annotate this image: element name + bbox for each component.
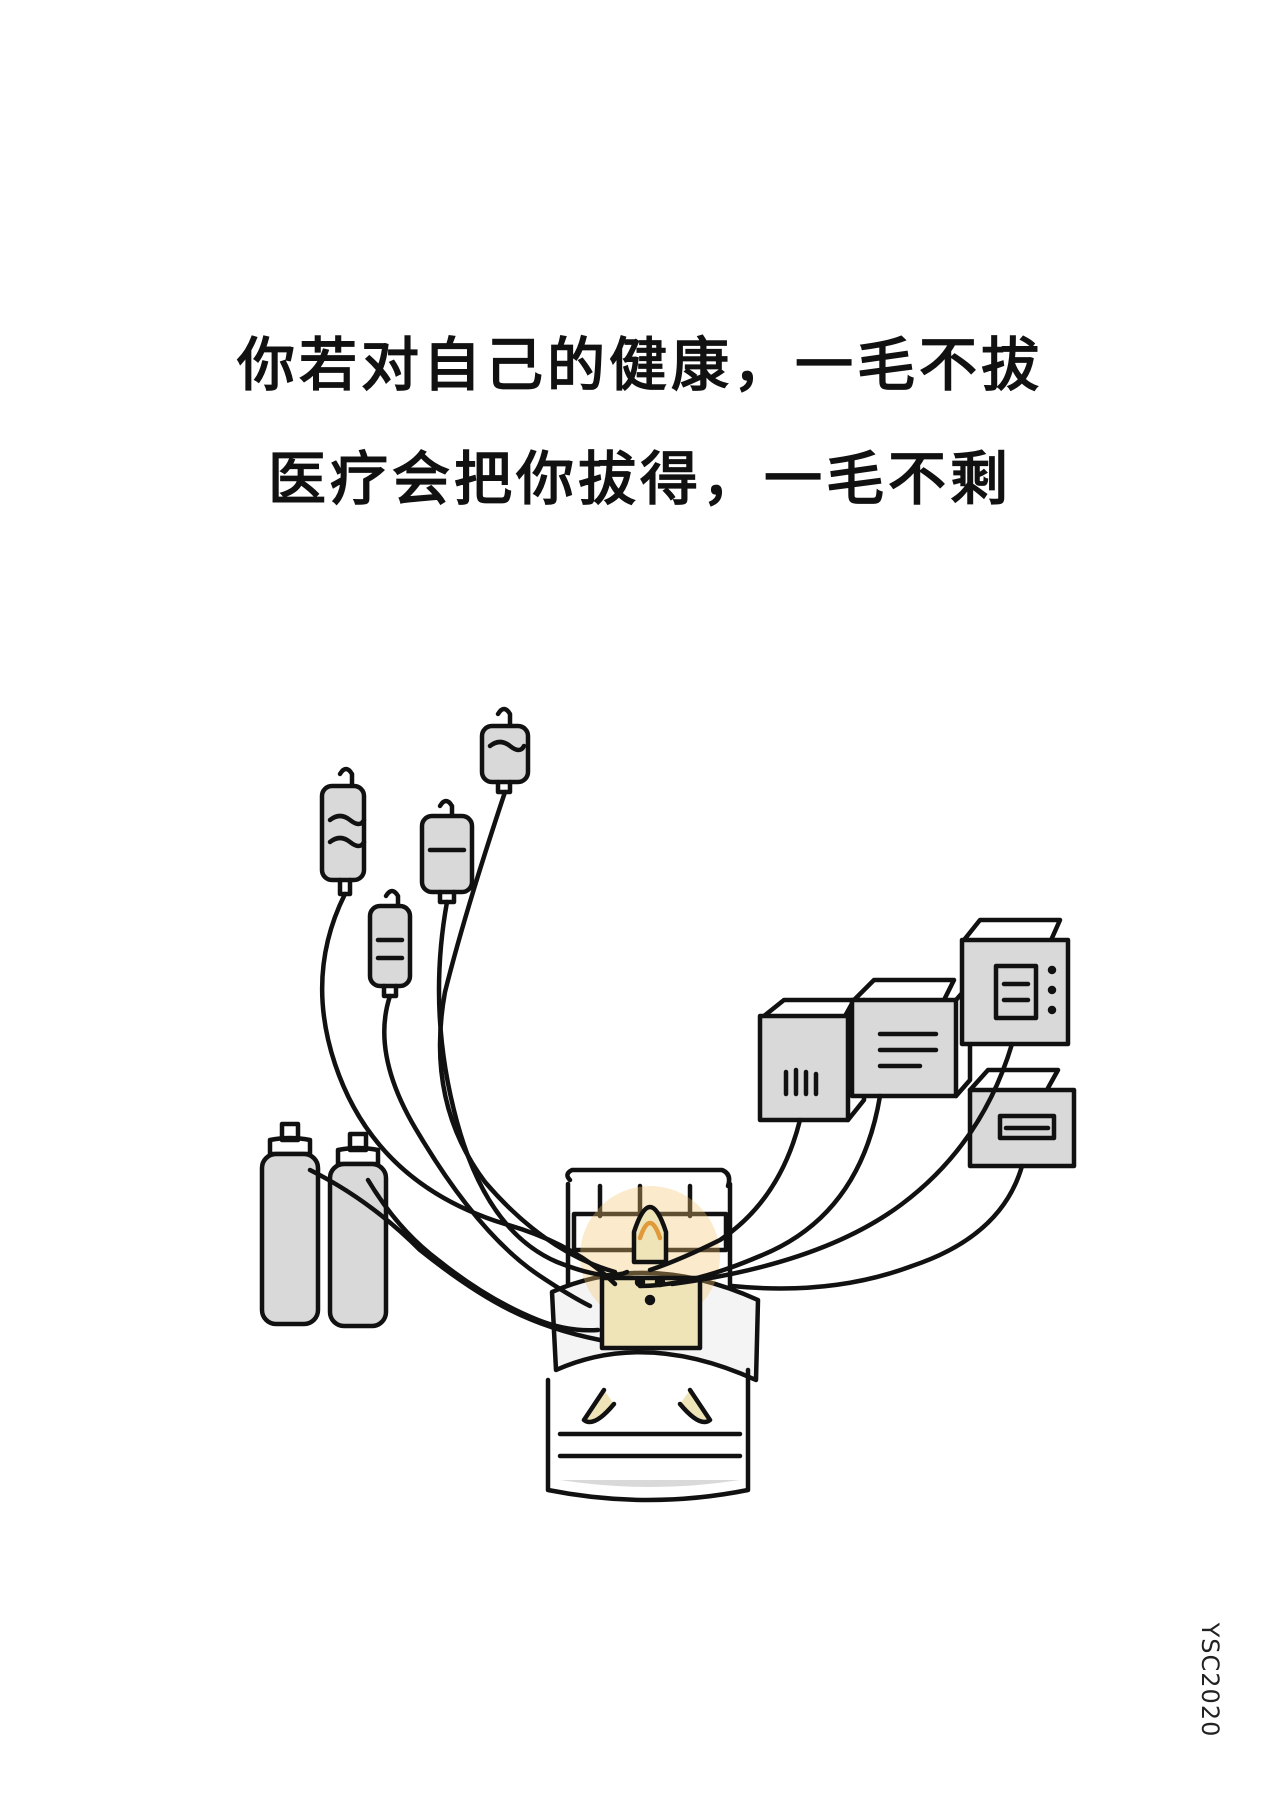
medical-monitor-icon [967,1067,1077,1169]
iv-bag-icon [419,798,475,905]
patient-icon [580,1186,720,1425]
iv-bag-icon [319,766,367,897]
medical-monitor-icon [849,977,973,1099]
iv-bag-icon [367,888,413,999]
caption-line-2: 医疗会把你拔得，一毛不剩 [267,445,1012,513]
medical-monitor-icon [757,997,867,1123]
signature-text: YSC2020 [1196,1622,1224,1738]
oxygen-tank-icon [327,1131,389,1329]
tube-icon [307,789,1025,1343]
iv-bag-icon [479,706,531,795]
caption-line-1: 你若对自己的健康，一毛不拔 [236,331,1043,399]
oxygen-tank-icon [259,1121,321,1327]
medical-monitor-icon [959,917,1071,1047]
signature: YSC2020 [1180,1580,1240,1780]
